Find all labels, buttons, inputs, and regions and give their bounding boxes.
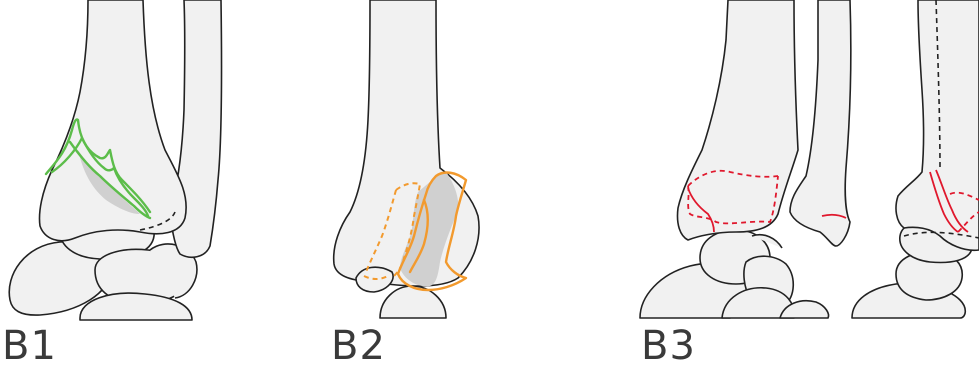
panel-b1	[9, 0, 221, 320]
panel-b2	[334, 0, 479, 318]
panel-label-b1: B1	[2, 326, 57, 366]
b3-left-tibia	[677, 0, 798, 240]
b3-left-fibula	[790, 0, 851, 246]
panel-label-b3: B3	[641, 326, 696, 366]
b1-tibia	[40, 0, 187, 241]
b3-left-foot-bones	[640, 230, 829, 318]
panel-label-b2: B2	[331, 326, 386, 366]
b2-talus-bone	[380, 286, 446, 318]
panel-b3	[640, 0, 979, 318]
b2-tibia	[334, 0, 479, 286]
